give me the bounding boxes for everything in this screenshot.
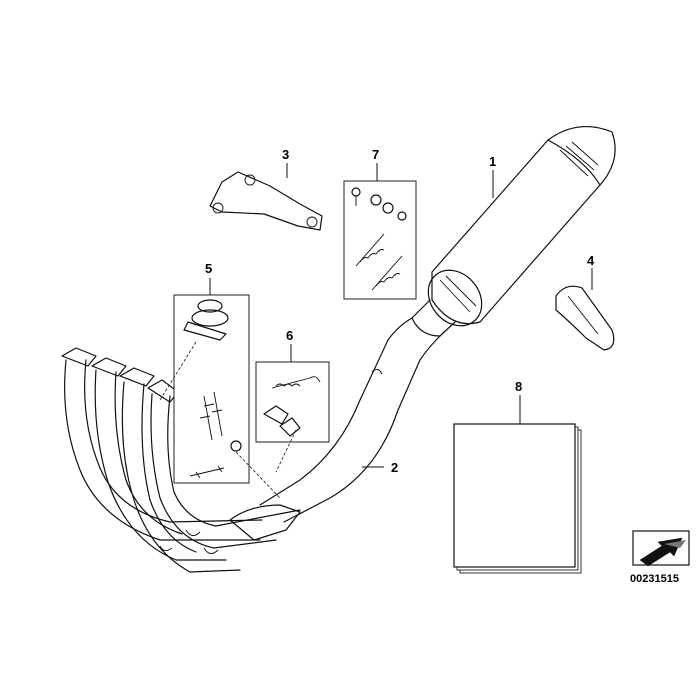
callout-6: 6 xyxy=(286,328,293,343)
part-1-silencer[interactable] xyxy=(411,126,616,337)
callout-leaders xyxy=(209,163,593,468)
callout-7: 7 xyxy=(372,147,379,162)
callout-5: 5 xyxy=(205,261,212,276)
part-3-bracket[interactable] xyxy=(209,171,323,231)
part-7-fastener-kit-box[interactable] xyxy=(343,180,417,300)
callout-1: 1 xyxy=(489,154,496,169)
callout-2: 2 xyxy=(391,460,398,475)
part-2-header-pipes[interactable] xyxy=(61,317,441,573)
callout-3: 3 xyxy=(282,147,289,162)
part-8-manual-stack[interactable] xyxy=(453,423,582,574)
part-4-heat-shield[interactable] xyxy=(555,285,615,351)
part-5-mounting-kit-box[interactable] xyxy=(173,294,250,484)
orientation-arrow-icon xyxy=(632,530,690,567)
assembly-dashed-lines xyxy=(159,341,297,499)
callout-8: 8 xyxy=(515,379,522,394)
part-6-spring-kit-box[interactable] xyxy=(255,361,330,443)
reference-number: 00231515 xyxy=(630,573,679,585)
callout-labels: 1 2 3 4 5 6 7 8 xyxy=(205,147,595,475)
callout-4: 4 xyxy=(587,253,595,268)
